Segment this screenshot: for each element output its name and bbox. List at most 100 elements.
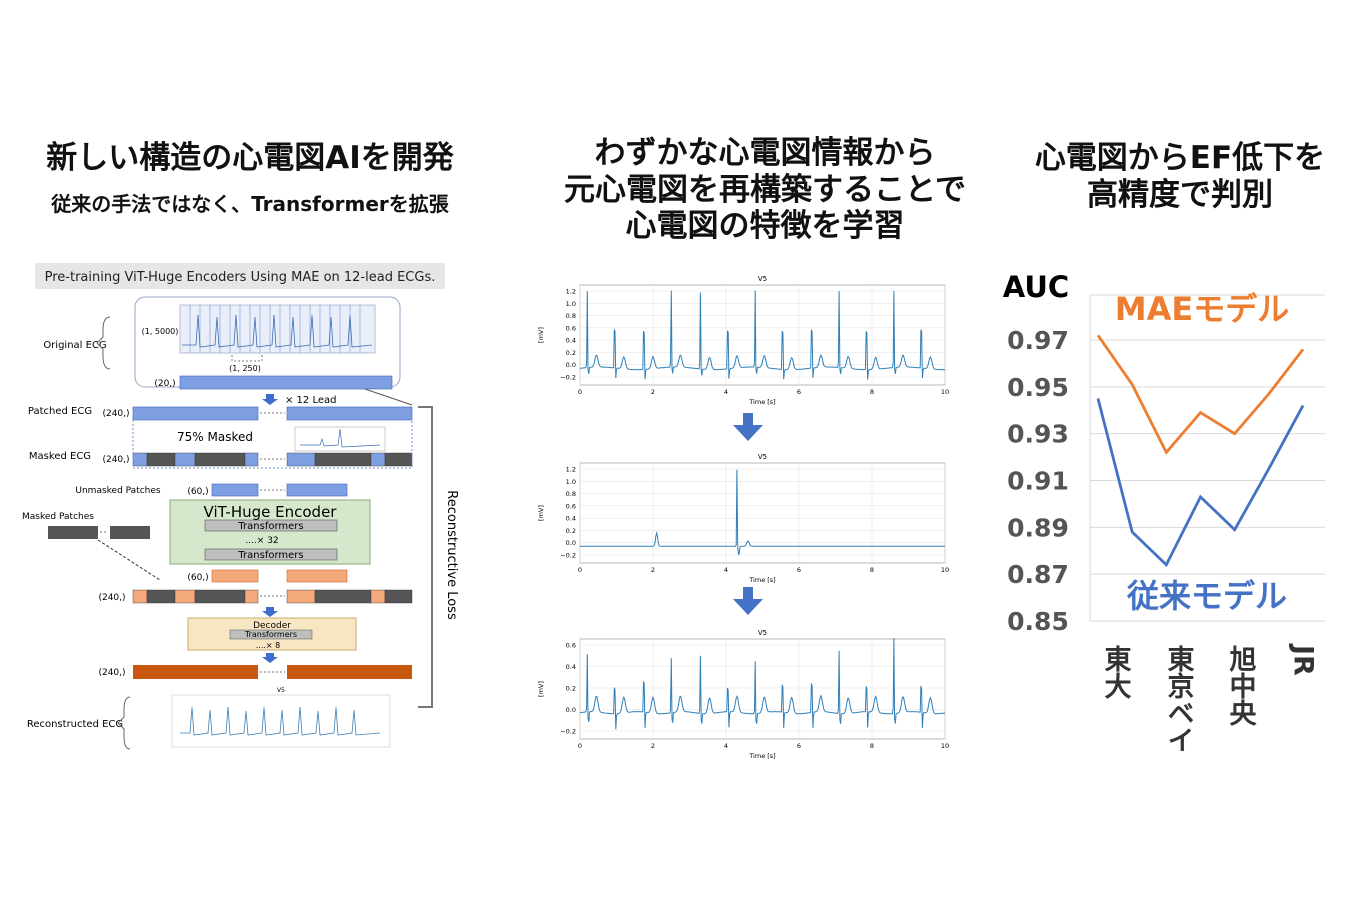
ecg-plot-frame (579, 638, 946, 740)
ecg-ytick: 0.4 (566, 663, 576, 671)
combined-patch-row (132, 589, 413, 604)
patched-row-right (286, 406, 413, 421)
original-ecg-trace (182, 314, 373, 348)
ecg-ytick: 1.2 (566, 466, 576, 474)
left-title: 新しい構造の心電図AIを開発 (46, 140, 454, 176)
ecg-ytick: 1.0 (566, 300, 576, 308)
ecg-plot-frame (579, 462, 946, 564)
reconstructed-ecg-label: Reconstructed ECG (27, 719, 123, 730)
masked-ecg-trace (300, 428, 381, 448)
shape-20: (20,) (154, 379, 175, 389)
reconstructed-bracket (117, 696, 131, 750)
auc-ylabel: AUC (1003, 270, 1069, 304)
ecg-ylabel: [mV] (537, 505, 545, 521)
loss-bracket (418, 406, 433, 708)
ecg-ytick: 0.8 (566, 312, 576, 320)
encoder-transformers-top (204, 519, 338, 532)
down-arrow-icon (733, 599, 763, 615)
auc-category-label: 東大 (1100, 645, 1132, 699)
ecg-ytick: 0.0 (566, 539, 576, 547)
encoded-row-left (211, 569, 259, 583)
auc-ytick: 0.97 (1007, 326, 1069, 355)
patched-ecg-label: Patched ECG (28, 406, 92, 417)
auc-series-line-1 (1096, 334, 1305, 455)
encoder-times-32: ....× 32 (245, 536, 278, 546)
auc-series-line-2 (1096, 398, 1305, 568)
encoder-transformers-top-label: Transformers (237, 521, 303, 532)
shape-60-out: (60,) (187, 573, 208, 583)
ecg-ytick: 0.6 (566, 324, 576, 332)
decoder-times-8: ....× 8 (256, 641, 281, 650)
reconstructive-loss-label: Reconstructive Loss (444, 490, 459, 620)
original-bracket (96, 316, 111, 370)
shape-60-in: (60,) (187, 487, 208, 497)
masked-path-line (97, 539, 161, 581)
ecg-ytick: 0.6 (566, 502, 576, 510)
auc-category-label: 旭中央 (1225, 645, 1257, 727)
ecg-ytick: 1.2 (566, 288, 576, 296)
ecg-xtick: 8 (870, 566, 874, 574)
encoder-transformers-bottom-label: Transformers (237, 550, 303, 561)
lead-note: × 12 Lead (285, 395, 336, 406)
ecg-xtick: 0 (578, 566, 582, 574)
expand-line (364, 388, 413, 406)
auc-ytick: 0.93 (1007, 420, 1069, 449)
ecg-xtick: 2 (651, 388, 655, 396)
patch-bracket (231, 355, 263, 362)
ecg-xtick: 6 (797, 742, 801, 750)
right-title: 心電図からEF低下を 高精度で判別 (1010, 140, 1350, 213)
ecg-xtick: 2 (651, 742, 655, 750)
shape-240-combined: (240,) (98, 593, 125, 603)
reconstructed-ecg-trace (180, 706, 381, 736)
shape-240-output: (240,) (98, 668, 125, 678)
ecg-ytick: 0.6 (566, 642, 576, 650)
middle-title-line-1: わずかな心電図情報から (594, 135, 936, 171)
auc-category-label: JR (1288, 643, 1319, 676)
unmasked-row-right (286, 483, 348, 497)
ecg-xtick: 6 (797, 388, 801, 396)
ecg-ytick: 0.2 (566, 685, 576, 693)
ecg-xtick: 0 (578, 388, 582, 396)
masked-patches-row-b (110, 526, 150, 539)
auc-ytick: 0.91 (1007, 467, 1069, 496)
shape-240-masked: (240,) (102, 455, 129, 465)
encoder-title: ViT-Huge Encoder (204, 503, 338, 521)
legend-mae-model: MAEモデル (1115, 290, 1289, 328)
auc-ytick: 0.95 (1007, 373, 1069, 402)
ecg-ylabel: [mV] (537, 327, 545, 343)
ecg-xlabel: Time [s] (748, 398, 775, 406)
middle-title-line-2: 元心電図を再構築することで (563, 171, 967, 208)
ecg-xtick: 4 (724, 566, 728, 574)
unmasked-row-left (211, 483, 259, 497)
unmasked-patches-label: Unmasked Patches (75, 486, 161, 496)
masked-patches-row-a (48, 526, 98, 539)
ecg-xtick: 6 (797, 566, 801, 574)
down-arrow-icon (262, 607, 278, 617)
encoder-transformers-bottom (204, 548, 338, 561)
right-title-line-2: 高精度で判別 (1087, 176, 1273, 213)
masked-box (132, 420, 413, 469)
shape-1-5000: (1, 5000) (142, 327, 179, 336)
ecg-trace (579, 638, 946, 730)
ecg-plot-title: V5 (758, 629, 767, 637)
ecg-ytick: 0.4 (566, 337, 576, 345)
ecg-xtick: 8 (870, 742, 874, 750)
auc-chart: AUC0.970.950.930.910.890.870.85MAEモデル従来モ… (1003, 270, 1325, 753)
ecg-plot-title: V5 (758, 275, 767, 283)
ecg-trace (580, 290, 945, 380)
ecg-xlabel: Time [s] (748, 576, 775, 584)
ecg-ylabel: [mV] (537, 681, 545, 697)
output-row-right (287, 665, 412, 679)
ecg-xtick: 10 (941, 742, 949, 750)
patch-sequence-20 (179, 375, 393, 390)
middle-title-line-3: 心電図の特徴を学習 (625, 208, 905, 245)
output-row-left (133, 665, 258, 679)
reconstructed-v5: V5 (277, 687, 285, 694)
diagram-header-bg (35, 263, 445, 289)
masked-patches-label: Masked Patches (22, 512, 94, 522)
ecg-xtick: 0 (578, 742, 582, 750)
masked-percent: 75% Masked (177, 430, 253, 444)
